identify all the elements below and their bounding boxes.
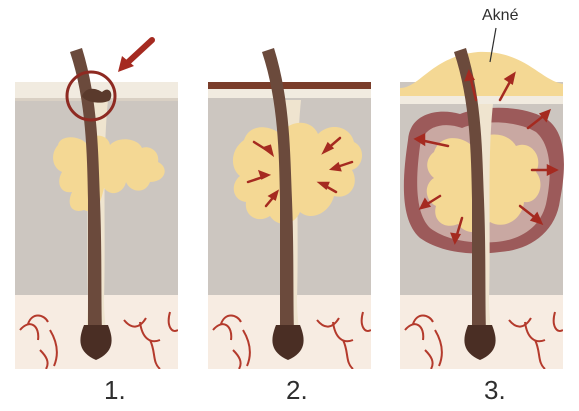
epidermis-layer bbox=[400, 96, 563, 104]
pointer-arrow bbox=[126, 40, 152, 64]
pimple-dome bbox=[400, 52, 563, 100]
sebum-surface bbox=[208, 82, 371, 89]
annotation-label: Akné bbox=[482, 7, 518, 25]
step-label-3: 3. bbox=[484, 375, 506, 406]
panel-2 bbox=[208, 48, 371, 369]
panel-1 bbox=[15, 40, 178, 369]
step-label-2: 2. bbox=[286, 375, 308, 406]
step-label-1: 1. bbox=[104, 375, 126, 406]
panel-3 bbox=[400, 28, 564, 369]
